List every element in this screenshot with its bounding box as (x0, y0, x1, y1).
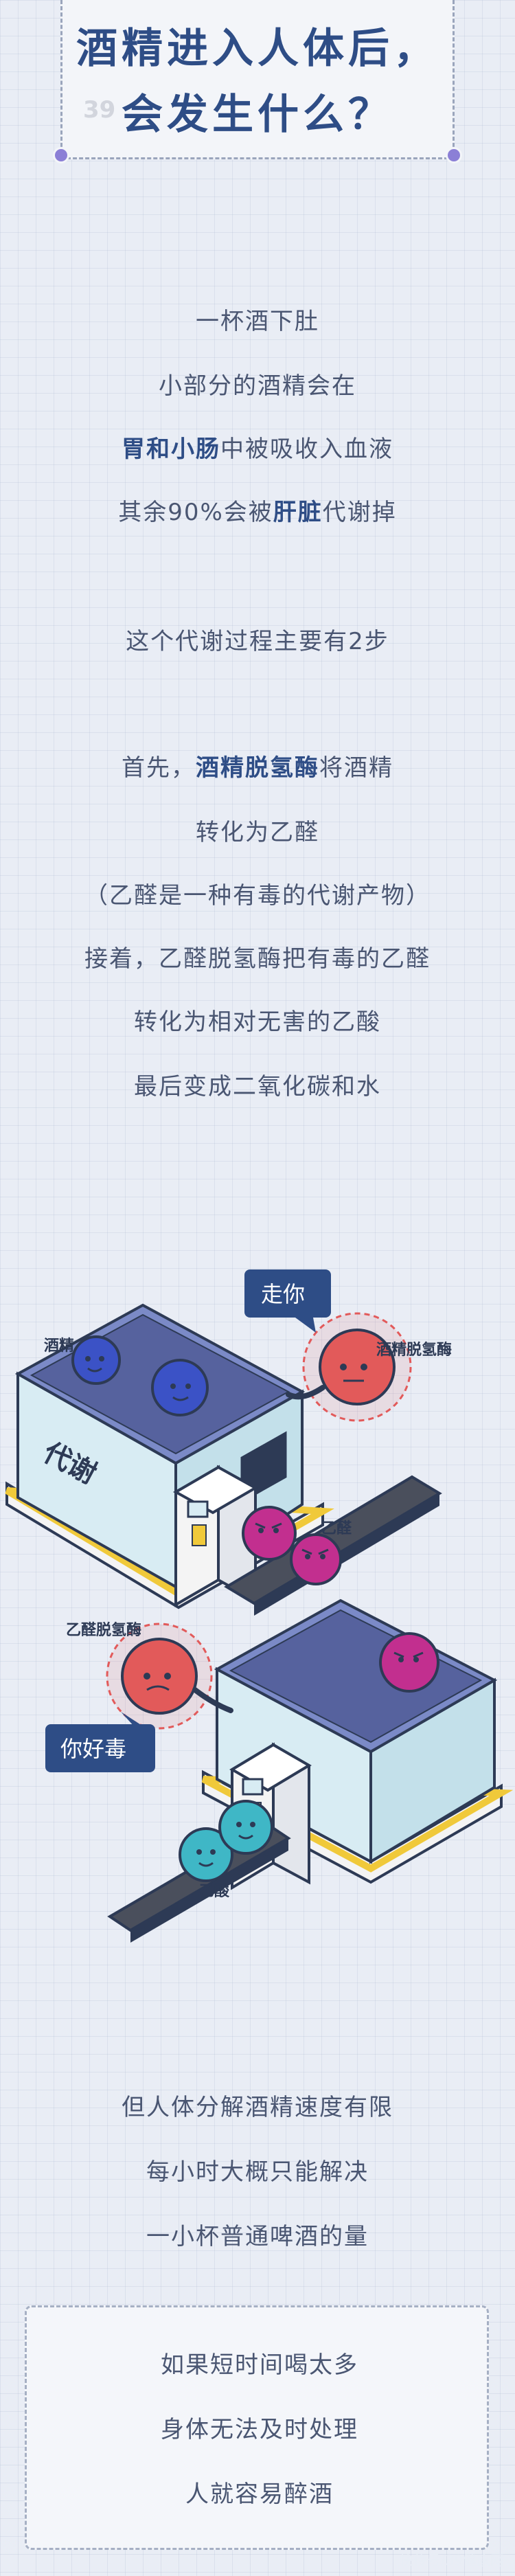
steps-line-2: 转化为乙醛 (196, 819, 319, 846)
intro-line-4: 其余90%会被肝脏代谢掉 (0, 493, 515, 527)
steps-line-6: 最后变成二氧化碳和水 (134, 1073, 381, 1100)
steps-line-3: （乙醛是一种有毒的代谢产物） (84, 882, 431, 909)
title-stamp: 39 (83, 96, 116, 124)
steps-line-5: 转化为相对无害的乙酸 (134, 1008, 381, 1036)
intro-line-5: 这个代谢过程主要有2步 (126, 628, 389, 655)
acetaldehyde-molecule (290, 1533, 342, 1585)
label-alcohol: 酒精 (44, 1337, 74, 1355)
label-adh: 酒精脱氢酶 (376, 1341, 452, 1359)
limits-line-3: 一小杯普通啤酒的量 (146, 2223, 369, 2250)
label-acetaldehyde: 乙醛 (321, 1520, 352, 1537)
speech-bubble-go: 走你 (244, 1269, 331, 1333)
limits-line-1: 但人体分解酒精速度有限 (122, 2094, 393, 2121)
highlight-stomach: 胃和小肠 (122, 436, 220, 463)
steps-line-4: 接着，乙醛脱氢酶把有毒的乙醛 (84, 945, 431, 973)
conclusion-line-1: 如果短时间喝太多 (161, 2351, 358, 2379)
steps-line-1-post: 将酒精 (319, 754, 393, 782)
intro-line-3: 胃和小肠中被吸收入血液 (0, 430, 515, 464)
intro-line-3-rest: 中被吸收入血液 (220, 436, 393, 463)
intro-line-4-pre: 其余90%会被 (118, 499, 273, 526)
pin-decoration (53, 147, 69, 163)
pin-decoration (446, 147, 462, 163)
label-aldh: 乙醛脱氢酶 (66, 1621, 141, 1639)
metabolism-illustration: 代谢 酒精 酒精脱氢酶 走你 (5, 1269, 514, 1943)
conclusion-line-3: 人就容易醉酒 (185, 2481, 334, 2508)
acetic-acid-molecule (179, 1827, 233, 1882)
intro-line-4-post: 代谢掉 (322, 499, 397, 526)
conclusion-box: 如果短时间喝太多 身体无法及时处理 人就容易醉酒 (25, 2305, 489, 2550)
page-title-line-2: 会发生什么？ (122, 91, 393, 139)
label-acetic-acid: 乙酸 (199, 1883, 230, 1900)
speech-bubble-toxic: 你好毒 (45, 1712, 155, 1772)
steps-line-1: 首先，酒精脱氢酶将酒精 (0, 749, 515, 782)
adh-enzyme (286, 1312, 412, 1422)
intro-line-1: 一杯酒下肚 (196, 308, 319, 335)
alcohol-molecule (71, 1335, 121, 1385)
bubble-toxic-text: 你好毒 (60, 1736, 126, 1762)
aldh-enzyme (106, 1623, 233, 1730)
title-card: 39 酒精进入人体后， 会发生什么？ (53, 0, 462, 163)
highlight-liver: 肝脏 (273, 499, 323, 526)
steps-line-1-pre: 首先， (122, 754, 196, 782)
bubble-go-text: 走你 (261, 1281, 305, 1307)
conclusion-line-2: 身体无法及时处理 (161, 2416, 358, 2443)
acetic-acid-molecule (218, 1800, 273, 1855)
alcohol-molecule (151, 1359, 209, 1416)
watermark: 快传号/39健康网 (399, 2552, 504, 2568)
page-title-line-1: 酒精进入人体后， (76, 25, 439, 73)
intro-line-2: 小部分的酒精会在 (159, 372, 356, 400)
limits-line-2: 每小时大概只能解决 (146, 2158, 369, 2186)
highlight-adh: 酒精脱氢酶 (196, 754, 319, 782)
acetaldehyde-molecule (242, 1506, 297, 1561)
acetaldehyde-molecule (379, 1632, 439, 1693)
